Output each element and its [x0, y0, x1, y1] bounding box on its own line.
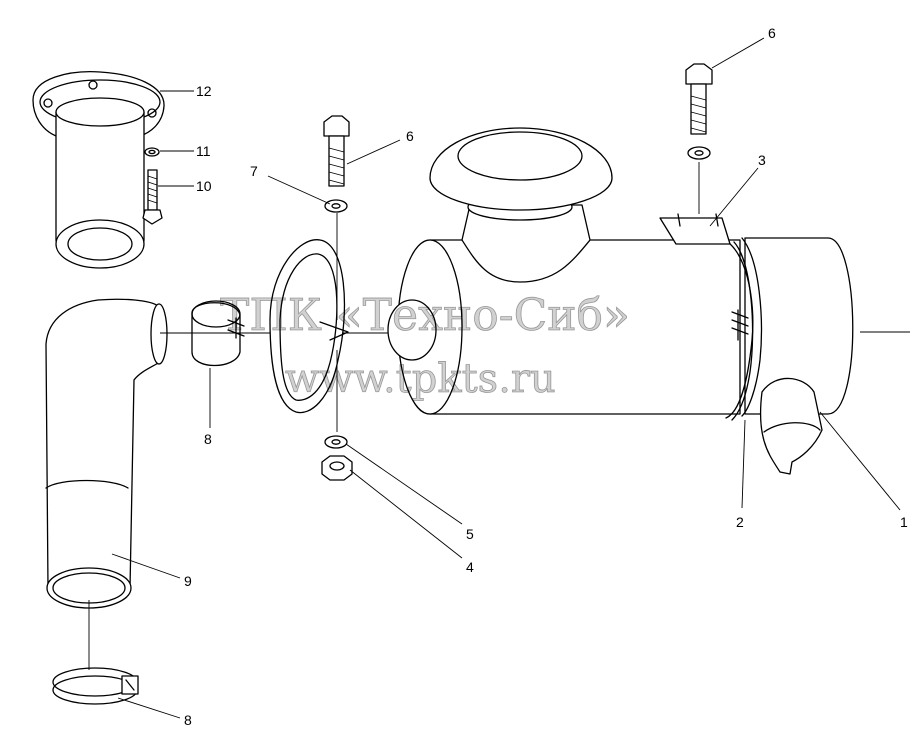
mounting-strap: [269, 239, 349, 414]
callout-6-middle: 6: [406, 128, 414, 144]
leader-8-lower: [117, 697, 181, 719]
callout-1: 1: [900, 514, 908, 530]
part-9-elbow-pipe: [45, 298, 168, 609]
leader-2: [741, 419, 746, 509]
watermark-line-2: www.tpkts.ru: [285, 356, 556, 402]
leader-4: [349, 469, 463, 559]
callout-7: 7: [250, 163, 258, 179]
part-11-washer: [144, 147, 160, 157]
part-12-flanged-pipe: [32, 71, 165, 269]
callout-9: 9: [184, 573, 192, 589]
callout-6-top: 6: [768, 25, 776, 41]
part-8-clamp-lower: [52, 667, 139, 705]
part-6-bolt-top: [685, 63, 713, 214]
callout-8-lower: 8: [184, 712, 192, 728]
callout-10: 10: [196, 178, 212, 194]
callout-12: 12: [196, 83, 212, 99]
callout-11: 11: [196, 143, 211, 159]
part-7-washer: [324, 199, 348, 213]
part-6-bolt-middle: [323, 115, 350, 187]
part-5-washer: [324, 435, 348, 449]
part-8-clamp-upper: [191, 300, 245, 366]
callout-4: 4: [466, 559, 474, 575]
leader-5: [345, 443, 463, 525]
leader-9: [111, 553, 181, 579]
callout-3: 3: [758, 152, 766, 168]
watermark-line-1: ТПК «Техно-Сиб»: [220, 290, 630, 341]
leader-6-middle: [346, 139, 401, 165]
part-1-air-cleaner: [387, 127, 910, 475]
callout-8-upper: 8: [204, 431, 212, 447]
part-10-bolt: [142, 169, 163, 225]
leader-7: [267, 175, 331, 205]
leader-1: [819, 411, 901, 511]
leader-6-top: [711, 37, 765, 69]
leader-3: [709, 167, 759, 227]
part-4-nut: [321, 455, 353, 481]
callout-2: 2: [736, 514, 744, 530]
callout-5: 5: [466, 526, 474, 542]
